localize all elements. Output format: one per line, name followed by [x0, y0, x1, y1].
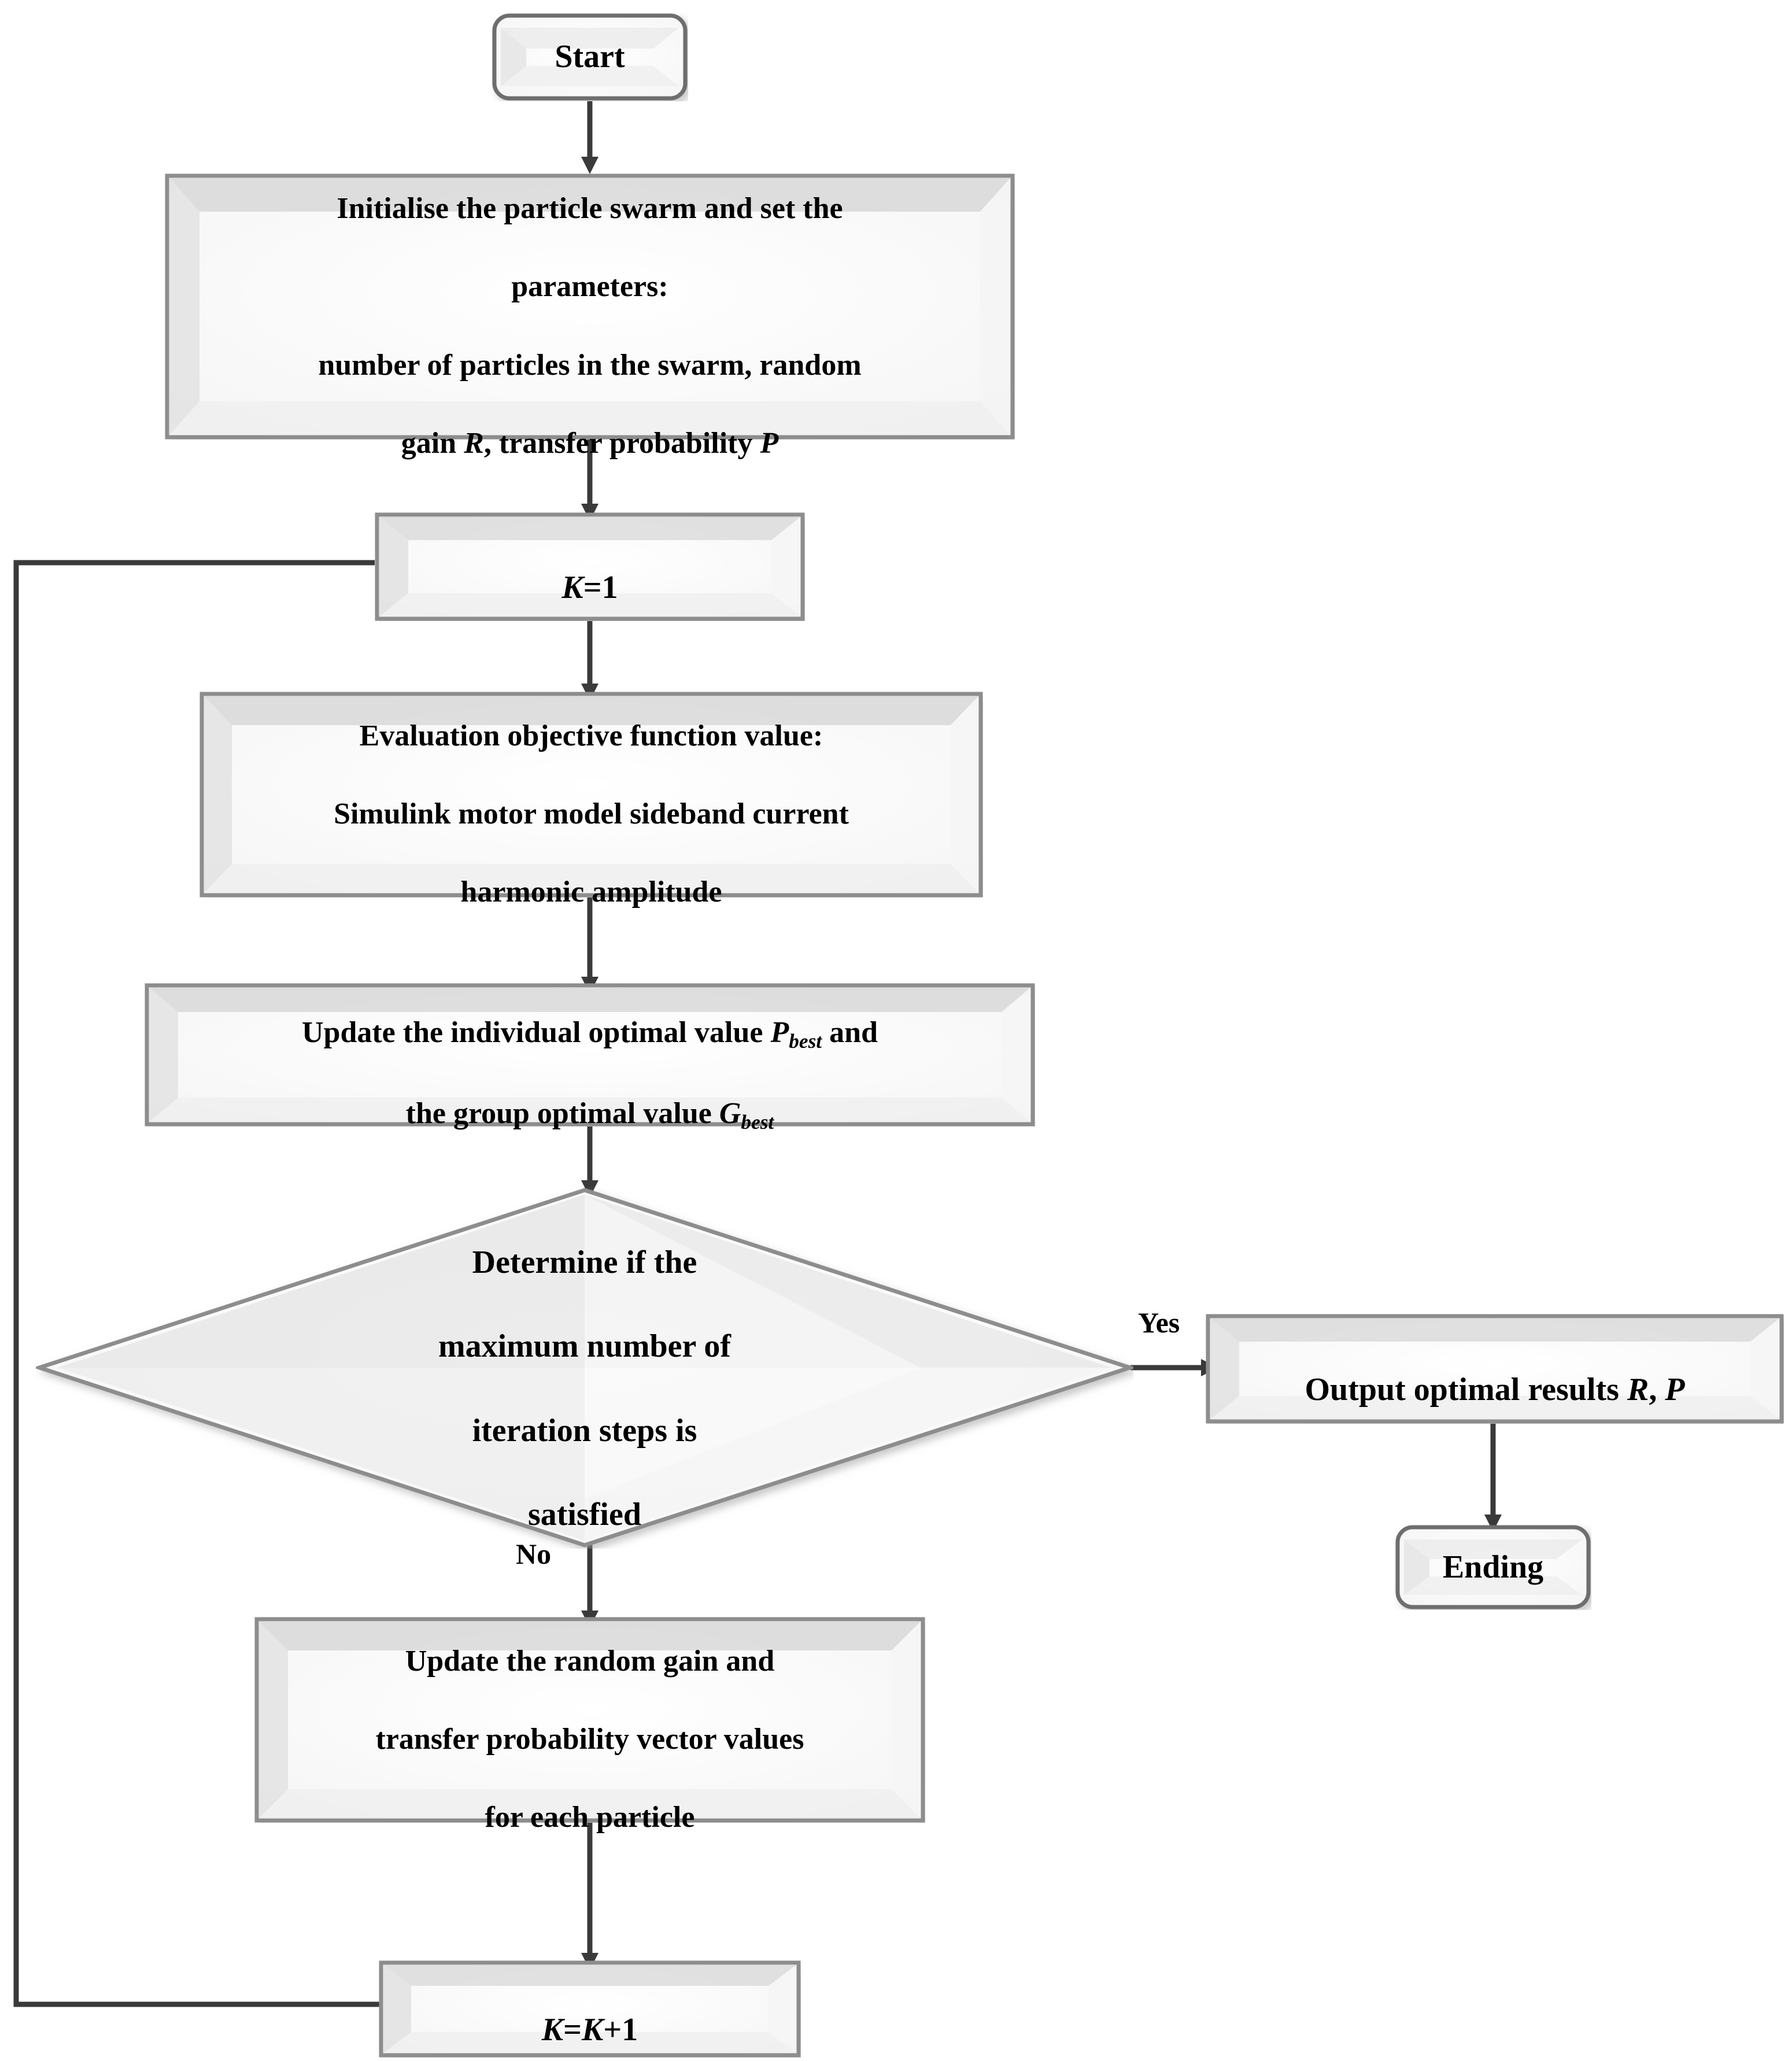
decision-line-3: iteration steps is	[472, 1412, 697, 1449]
edge-label-yes: Yes	[1138, 1306, 1180, 1339]
evaluate-line-2: Simulink motor model sideband current	[334, 797, 849, 830]
update-best-var-g: G	[719, 1096, 741, 1130]
evaluate-shape	[199, 692, 983, 897]
update-best-sub-p: best	[789, 1029, 822, 1053]
node-k-init[interactable]: K=1	[375, 512, 805, 621]
node-start[interactable]: Start	[492, 13, 688, 101]
k-init-label: K=1	[375, 512, 805, 621]
output-var-p: P	[1665, 1372, 1685, 1408]
initialise-var-r: R	[464, 426, 484, 460]
output-var-r: R	[1627, 1372, 1649, 1408]
update-best-sub-g: best	[741, 1110, 774, 1133]
ending-shape	[1395, 1525, 1591, 1609]
k-increment-var-2: K	[582, 2012, 604, 2048]
output-text-pre: Output optimal results	[1305, 1372, 1627, 1408]
evaluate-line-1: Evaluation objective function value:	[359, 719, 823, 752]
update-params-shape	[254, 1617, 925, 1823]
node-decision[interactable]: Determine if the maximum number of itera…	[36, 1187, 1133, 1549]
decision-line-2: maximum number of	[438, 1328, 731, 1365]
output-shape	[1206, 1314, 1784, 1424]
start-label: Start	[555, 39, 625, 75]
update-best-label: Update the individual optimal value Pbes…	[145, 983, 1035, 1133]
k-init-var: K	[561, 570, 583, 605]
decision-line-1: Determine if the	[472, 1244, 697, 1280]
decision-shape	[36, 1188, 1133, 1547]
output-text-mid: ,	[1649, 1372, 1665, 1408]
node-ending[interactable]: Ending	[1395, 1524, 1591, 1610]
k-increment-mid: =	[563, 2012, 582, 2048]
k-init-rest: =1	[583, 570, 618, 605]
decision-line-4: satisfied	[527, 1497, 641, 1533]
initialise-shape	[165, 173, 1015, 439]
k-increment-label: K=K+1	[379, 1960, 801, 2058]
k-increment-shape	[379, 1960, 801, 2058]
update-best-var-p: P	[770, 1016, 789, 1050]
node-k-increment[interactable]: K=K+1	[379, 1960, 801, 2058]
node-output[interactable]: Output optimal results R, P	[1206, 1314, 1784, 1424]
initialise-line-4-pre: gain	[401, 426, 464, 460]
update-params-label: Update the random gain and transfer prob…	[254, 1617, 925, 1834]
k-increment-rest: +1	[603, 2012, 638, 2048]
initialise-var-p: P	[760, 426, 779, 460]
evaluate-label: Evaluation objective function value: Sim…	[199, 692, 983, 908]
update-best-line-2-pre: the group optimal value	[405, 1096, 719, 1130]
update-best-line-1-post: and	[822, 1016, 878, 1050]
update-params-line-3: for each particle	[485, 1801, 695, 1834]
k-increment-var-1: K	[541, 2012, 564, 2048]
node-evaluate[interactable]: Evaluation objective function value: Sim…	[199, 692, 983, 908]
initialise-line-3: number of particles in the swarm, random	[318, 348, 862, 382]
initialise-line-4-mid: , transfer probability	[483, 426, 760, 460]
initialise-line-2: parameters:	[511, 270, 668, 304]
update-params-line-1: Update the random gain and	[405, 1644, 775, 1678]
initialise-line-1: Initialise the particle swarm and set th…	[337, 192, 843, 226]
node-update-params[interactable]: Update the random gain and transfer prob…	[254, 1617, 925, 1834]
update-best-line-1-pre: Update the individual optimal value	[301, 1016, 771, 1050]
evaluate-line-3: harmonic amplitude	[460, 876, 722, 909]
node-update-best[interactable]: Update the individual optimal value Pbes…	[145, 983, 1035, 1133]
update-best-shape	[145, 983, 1035, 1126]
start-shape	[492, 13, 688, 101]
decision-label: Determine if the maximum number of itera…	[36, 1187, 1133, 1549]
initialise-label: Initialise the particle swarm and set th…	[165, 173, 1015, 460]
output-label: Output optimal results R, P	[1206, 1314, 1784, 1424]
ending-label: Ending	[1442, 1549, 1544, 1585]
k-init-shape	[375, 512, 805, 621]
edge-label-no: No	[516, 1538, 552, 1570]
update-params-line-2: transfer probability vector values	[375, 1723, 804, 1756]
node-initialise[interactable]: Initialise the particle swarm and set th…	[165, 173, 1015, 460]
